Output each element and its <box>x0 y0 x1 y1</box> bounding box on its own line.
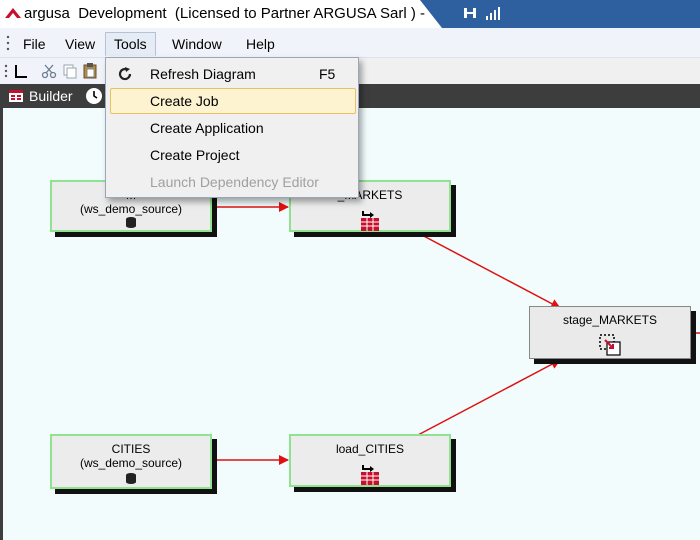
node-label: CITIES <box>111 442 151 456</box>
refresh-icon <box>118 67 132 81</box>
signal-icon <box>486 7 500 20</box>
menu-item-create-application[interactable]: Create Application <box>110 115 356 141</box>
menu-view[interactable]: View <box>65 36 96 52</box>
connection-icon[interactable] <box>461 4 479 22</box>
menu-item-label: Launch Dependency Editor <box>150 174 319 190</box>
menu-item-create-job[interactable]: Create Job <box>110 88 356 114</box>
menu-item-label: Create Project <box>150 147 240 163</box>
menu-item-launch-dependency-editor: Launch Dependency Editor <box>110 169 356 195</box>
builder-label[interactable]: Builder <box>29 88 73 104</box>
toolbar-grip-icon[interactable] <box>4 62 8 80</box>
clock-icon[interactable] <box>85 87 103 105</box>
menu-tools[interactable]: Tools <box>105 32 156 56</box>
database-icon <box>126 473 136 484</box>
toolbar <box>0 58 110 84</box>
menu-help[interactable]: Help <box>246 36 275 52</box>
node-stage-markets[interactable]: stage_MARKETS <box>529 306 691 359</box>
tools-menu-dropdown: Refresh Diagram F5 Create Job Create App… <box>105 57 359 198</box>
menu-item-refresh-diagram[interactable]: Refresh Diagram F5 <box>110 61 356 87</box>
menu-item-label: Create Application <box>150 120 264 136</box>
builder-icon[interactable] <box>8 88 24 104</box>
menu-item-create-project[interactable]: Create Project <box>110 142 356 168</box>
title-bar-accent <box>420 0 700 28</box>
menu-file[interactable]: File <box>23 36 46 52</box>
cut-icon[interactable] <box>40 62 58 80</box>
node-label: load_CITIES <box>335 442 405 456</box>
menu-bar: File View Tools Window Help <box>0 28 700 58</box>
database-icon <box>126 217 136 228</box>
copy-icon[interactable] <box>61 62 79 80</box>
menu-item-label: Create Job <box>150 93 219 109</box>
window-title: argusa Development (Licensed to Partner … <box>24 5 426 22</box>
load-table-icon <box>361 211 379 231</box>
select-tool-icon[interactable] <box>12 62 30 80</box>
paste-icon[interactable] <box>81 62 99 80</box>
menu-item-shortcut: F5 <box>319 66 336 82</box>
node-load-cities[interactable]: load_CITIES <box>289 434 451 487</box>
stage-table-icon <box>599 334 621 356</box>
argusa-logo-icon <box>5 8 21 18</box>
node-load-markets[interactable]: _MARKETS <box>289 180 451 232</box>
node-label: stage_MARKETS <box>562 313 658 327</box>
title-bar: argusa Development (Licensed to Partner … <box>0 0 700 28</box>
node-sublabel: (ws_demo_source) <box>79 456 183 470</box>
node-source-cities[interactable]: CITIES (ws_demo_source) <box>50 434 212 489</box>
load-table-icon <box>361 465 379 485</box>
menu-item-label: Refresh Diagram <box>150 66 256 82</box>
node-sublabel: (ws_demo_source) <box>79 202 183 216</box>
menu-grip-icon[interactable] <box>6 34 10 52</box>
menu-window[interactable]: Window <box>172 36 222 52</box>
